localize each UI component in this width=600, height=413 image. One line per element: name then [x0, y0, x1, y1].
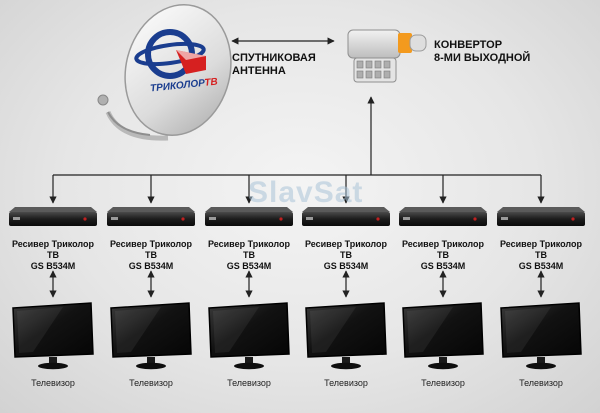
receiver-label-line1: Ресивер Триколор ТВ — [207, 239, 291, 260]
tv-icon — [305, 302, 387, 370]
receiver-label-line2: GS B534M — [323, 261, 369, 271]
receiver-label-line1: Ресивер Триколор ТВ — [11, 239, 95, 260]
receiver-icon — [497, 207, 585, 226]
tv-icon — [500, 302, 582, 370]
tv-label: Телевизор — [129, 378, 173, 388]
receiver-label-line2: GS B534M — [128, 261, 174, 271]
converter-label-line1: КОНВЕРТОР — [434, 39, 503, 51]
antenna-label: СПУТНИКОВАЯ АНТЕННА — [232, 52, 316, 78]
receiver-label-line2: GS B534M — [30, 261, 76, 271]
antenna-label-line1: СПУТНИКОВАЯ — [232, 52, 316, 64]
receiver-label-line2: GS B534M — [518, 261, 564, 271]
tv-label: Телевизор — [227, 378, 271, 388]
receiver-label-line1: Ресивер Триколор ТВ — [109, 239, 193, 260]
receiver-label-line1: Ресивер Триколор ТВ — [304, 239, 388, 260]
tv-label: Телевизор — [31, 378, 75, 388]
receiver-label-line2: GS B534M — [226, 261, 272, 271]
receiver-label-line2: GS B534M — [420, 261, 466, 271]
tv-icon — [110, 302, 192, 370]
tv-label: Телевизор — [324, 378, 368, 388]
tv-icon — [402, 302, 484, 370]
tv-icon — [12, 302, 94, 370]
receiver-icon — [302, 207, 390, 226]
receiver-icon — [399, 207, 487, 226]
receiver-icon — [205, 207, 293, 226]
tv-label: Телевизор — [421, 378, 465, 388]
tvs-layer — [12, 302, 582, 370]
receiver-icon — [107, 207, 195, 226]
brand-suffix: ТВ — [203, 76, 219, 89]
receivers-layer — [9, 207, 585, 226]
antenna-label-line2: АНТЕННА — [232, 65, 286, 77]
receiver-icon — [9, 207, 97, 226]
links-layer — [49, 175, 545, 298]
converter-label: КОНВЕРТОР 8-МИ ВЫХОДНОЙ — [434, 39, 530, 65]
tv-icon — [208, 302, 290, 370]
receiver-label-line1: Ресивер Триколор ТВ — [401, 239, 485, 260]
satellite-dish-icon — [97, 3, 232, 141]
receiver-label-line1: Ресивер Триколор ТВ — [499, 239, 583, 260]
converter-lnb-icon — [347, 29, 427, 83]
watermark: SlavSat — [248, 176, 364, 209]
tv-label: Телевизор — [519, 378, 563, 388]
converter-label-line2: 8-МИ ВЫХОДНОЙ — [434, 52, 531, 64]
